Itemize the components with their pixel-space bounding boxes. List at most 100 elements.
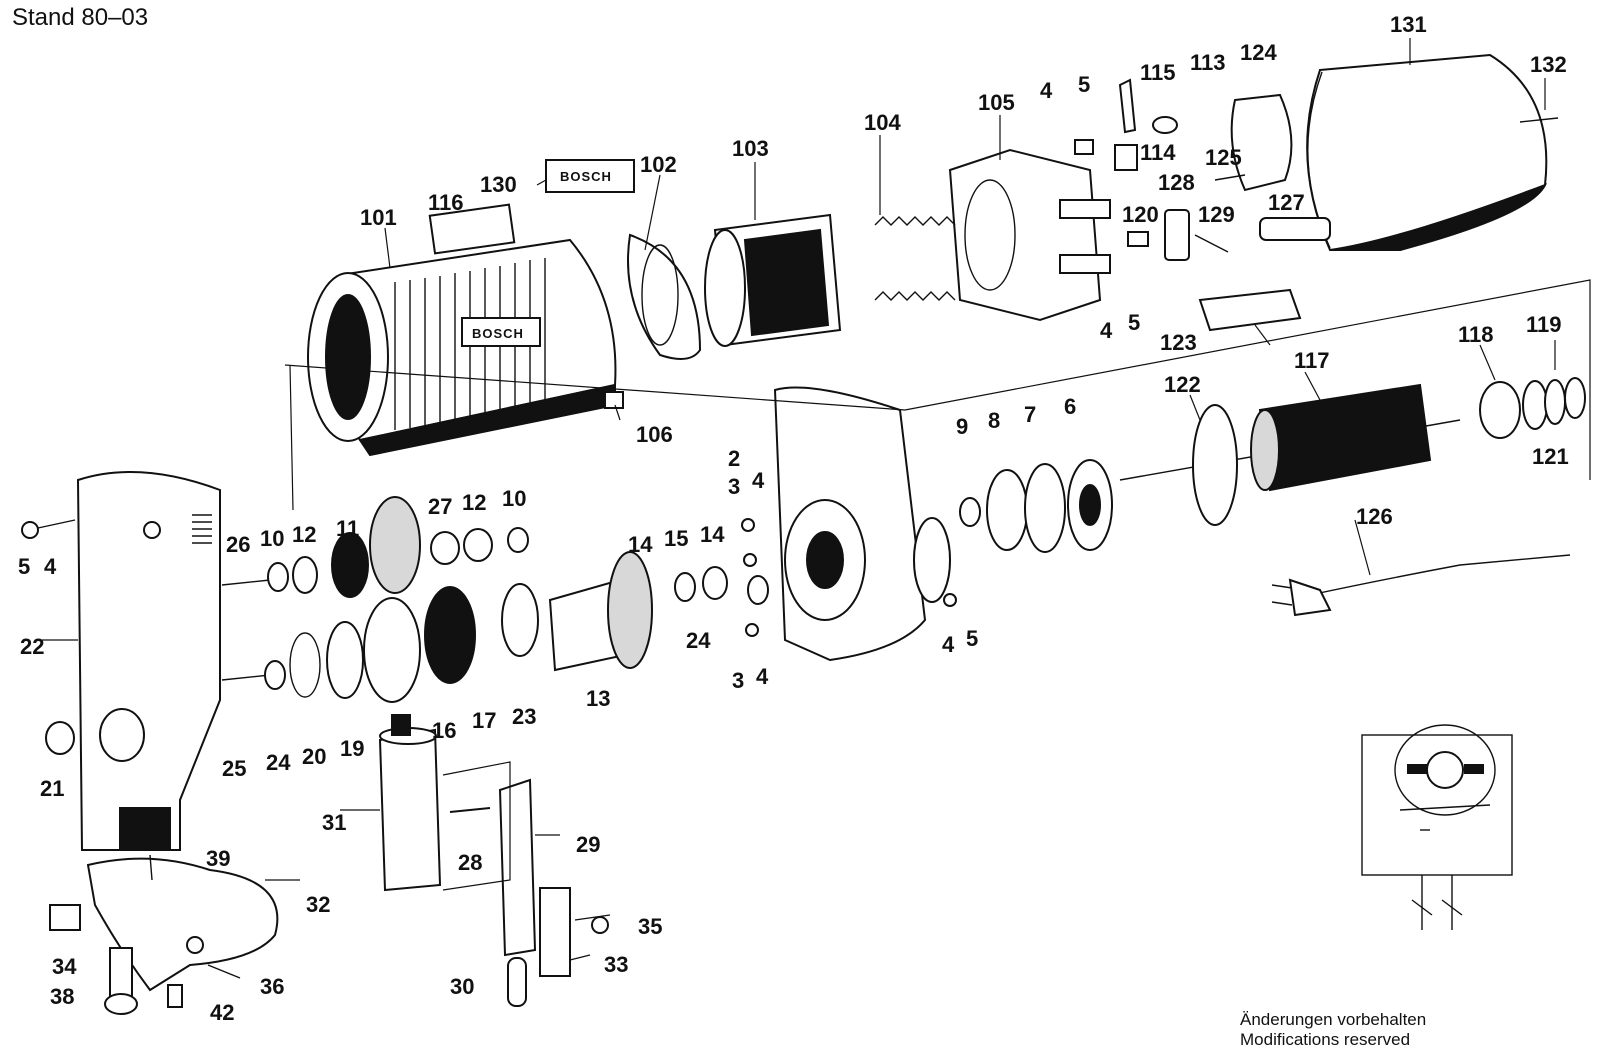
notice-line-german: Änderungen vorbehalten [1240,1010,1427,1029]
label-10-left: 10 [260,526,284,551]
part-sleeve [378,714,442,892]
label-4-housing: 4 [752,468,765,493]
label-21: 21 [40,776,64,801]
part-pin-28 [449,807,491,813]
label-6: 6 [1064,394,1076,419]
label-131: 131 [1390,12,1427,37]
part-36 [207,964,241,979]
label-29: 29 [576,832,600,857]
label-11: 11 [336,516,359,541]
part-38 [109,947,133,997]
part-springs [874,216,956,301]
label-120: 120 [1122,202,1159,227]
label-121: 121 [1532,444,1569,469]
label-30: 30 [450,974,474,999]
label-12-top: 12 [462,490,486,515]
label-3-bottom: 3 [732,668,744,693]
label-127: 127 [1268,190,1305,215]
part-housing-screws [741,518,957,637]
label-128: 128 [1158,170,1195,195]
label-5-left: 5 [18,554,30,579]
part-shaft [1259,217,1331,241]
label-102: 102 [640,152,677,177]
part-front-housing [76,471,221,851]
part-42 [167,984,183,1008]
assembly-bracket-lines [284,279,1591,891]
part-field-coil [704,213,842,347]
label-14-left: 14 [628,532,653,557]
label-130: 130 [480,172,517,197]
label-26: 26 [226,532,250,557]
label-19: 19 [340,736,364,761]
label-5-right: 5 [966,626,978,651]
part-pin-25 [221,674,271,681]
part-left-screw [21,519,76,539]
part-ring-plate [627,233,702,360]
label-122: 122 [1164,372,1201,397]
label-17: 17 [472,708,496,733]
part-38-head [104,993,138,1015]
brand-label-text: BOSCH [560,169,612,184]
part-120 [1127,231,1149,247]
label-4-top: 4 [1040,78,1053,103]
label-28: 28 [458,850,482,875]
part-gear-set-upper [267,496,529,598]
label-4-housing-bottom: 4 [756,664,769,689]
part-gear-housing [773,386,951,662]
part-brush-frame [948,148,1111,322]
label-8: 8 [988,408,1000,433]
label-7: 7 [1024,402,1036,427]
label-126: 126 [1356,504,1393,529]
leader-lines [42,38,1556,961]
label-3-top: 3 [728,474,740,499]
label-13: 13 [586,686,610,711]
part-screw-35 [591,916,609,934]
modifications-notice: Änderungen vorbehalten Modifications res… [1240,1010,1426,1050]
label-42: 42 [210,1000,234,1025]
label-116: 116 [428,190,464,215]
label-9: 9 [956,414,968,439]
part-blade-holder [498,778,571,1007]
label-34: 34 [52,954,77,979]
part-motor-housing [307,238,617,457]
label-2: 2 [728,446,740,471]
label-12-left: 12 [292,522,316,547]
label-106: 106 [636,422,673,447]
part-plug-screw [45,721,75,755]
revision-stamp: Stand 80–03 [12,4,149,31]
label-114: 114 [1140,140,1176,165]
label-20: 20 [302,744,326,769]
label-14-right: 14 [700,522,725,547]
brand-housing-text: BOSCH [472,326,524,341]
part-end-cap [1306,53,1559,251]
part-small-hardware [1074,78,1178,171]
label-105: 105 [978,90,1015,115]
label-113: 113 [1190,50,1226,75]
label-118: 118 [1458,322,1494,347]
label-119: 119 [1526,312,1562,337]
part-power-cable [1271,554,1571,617]
label-24-left: 24 [266,750,291,775]
part-bearings [959,459,1113,553]
label-4-left: 4 [44,554,57,579]
label-15: 15 [664,526,688,551]
label-24-mid: 24 [686,628,711,653]
label-16: 16 [432,718,456,743]
label-35: 35 [638,914,662,939]
label-115: 115 [1140,60,1176,85]
label-103: 103 [732,136,769,161]
part-128 [1164,209,1190,261]
part-clip [604,391,624,409]
label-5-top: 5 [1078,72,1090,97]
label-36: 36 [260,974,284,999]
label-5-mid: 5 [1128,310,1140,335]
part-gear-set-lower [264,551,769,703]
label-129: 129 [1198,202,1235,227]
label-4-right: 4 [942,632,955,657]
label-117: 117 [1294,348,1330,373]
wiring-schematic [1361,724,1513,930]
part-brush-plate [1214,93,1293,192]
part-rear-bearings [1479,377,1586,439]
part-brush-cover [1198,288,1302,332]
